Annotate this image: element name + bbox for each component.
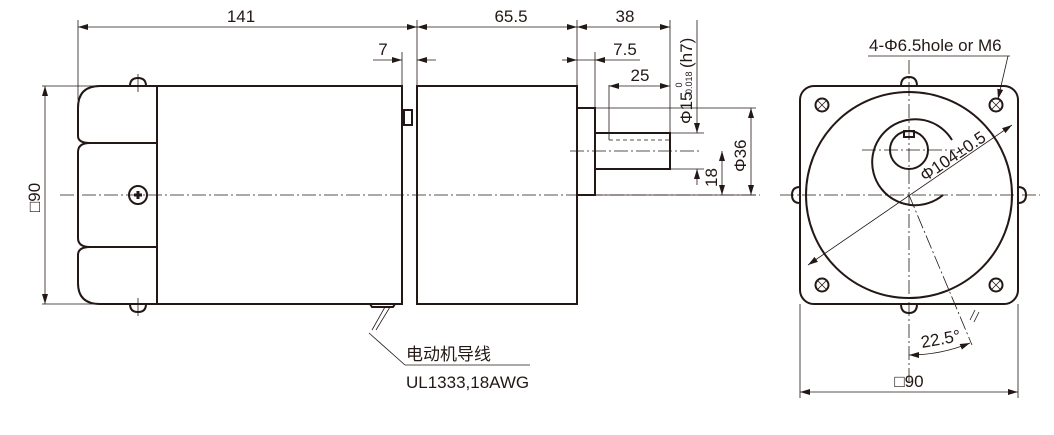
dim-front-square: □90	[894, 372, 923, 391]
pilot-boss	[576, 107, 596, 196]
dim-key-length: 25	[631, 66, 650, 85]
rear-cover	[77, 74, 158, 316]
shaft-fit: (h7)	[677, 38, 696, 68]
mount-hole-icon	[814, 97, 1004, 293]
dim-motor-length: 141	[227, 7, 255, 26]
hole-callout: 4-Φ6.5hole or M6	[869, 36, 1002, 55]
dim-shaft-total: 38	[616, 7, 635, 26]
screw-icon	[128, 185, 148, 205]
dim-gearbox-length: 65.5	[494, 7, 527, 26]
dim-square-side: □90	[25, 183, 44, 212]
shaft-diameter-text: Φ15	[677, 92, 696, 124]
shaft-tolerance-lower: -0.018	[684, 71, 694, 97]
side-view: 141 65.5 38 7 7.5 25 Φ15 0 -0.018 (h7) 1…	[25, 7, 760, 392]
pcd-circle	[805, 91, 1013, 299]
dim-shaft-step: 7.5	[613, 40, 637, 59]
dim-flange-gap: 7	[378, 40, 387, 59]
lead-wire-spec: UL1333,18AWG	[406, 373, 529, 392]
dim-pilot-diameter: Φ36	[731, 140, 750, 172]
dim-key-height: 18	[702, 168, 721, 187]
lead-wire-label: 电动机导线	[406, 345, 491, 365]
shaft-tolerance-upper: 0	[674, 82, 684, 87]
flange-tab	[403, 109, 413, 126]
front-view: Φ104±0.5 4-Φ6.5hole or M6 22.5° □90	[780, 36, 1040, 398]
lead-wire	[368, 303, 530, 366]
dim-shaft-diameter: Φ15 0 -0.018 (h7)	[674, 38, 696, 124]
